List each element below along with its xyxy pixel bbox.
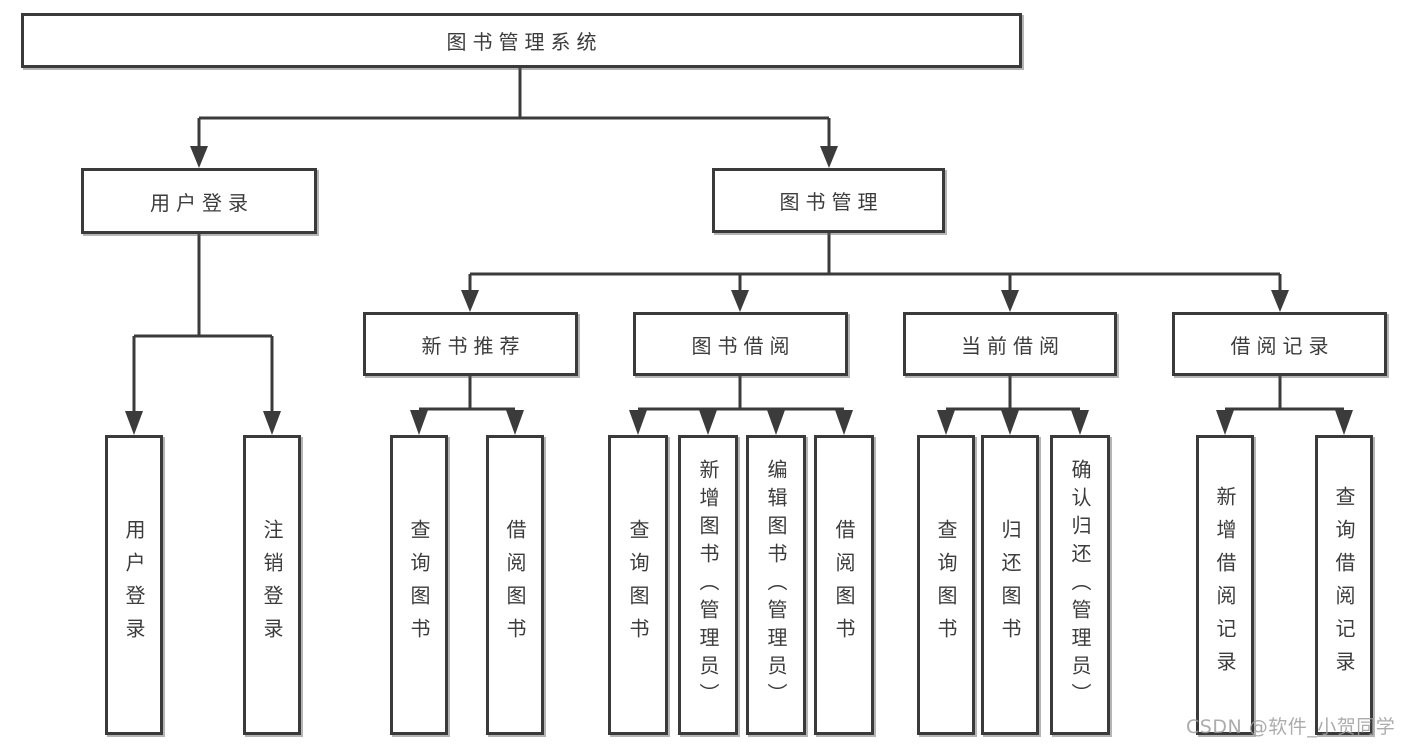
leaf-newbooks-query-label: 查询图书 — [407, 519, 431, 651]
node-borrow-records: 借阅记录 — [1172, 312, 1387, 376]
leaf-logout: 注销登录 — [243, 435, 301, 735]
leaf-current-query: 查询图书 — [917, 435, 975, 735]
leaf-newbooks-borrow-label: 借阅图书 — [503, 519, 527, 651]
node-borrow-records-label: 借阅记录 — [1230, 333, 1335, 358]
leaf-borrow-edit-admin: 编辑图书（管理员） — [746, 435, 806, 735]
arrowheads — [125, 146, 1353, 435]
leaf-current-query-label: 查询图书 — [934, 519, 958, 651]
node-current-borrow-label: 当前借阅 — [961, 333, 1065, 358]
leaf-records-add-label: 新增借阅记录 — [1213, 486, 1237, 684]
node-book-management-label: 图书管理 — [779, 190, 884, 214]
leaf-records-add: 新增借阅记录 — [1196, 435, 1254, 735]
node-root-label: 图书管理系统 — [446, 30, 603, 54]
leaf-borrow-add-admin: 新增图书（管理员） — [678, 435, 738, 735]
node-new-book-recommend: 新书推荐 — [363, 312, 578, 376]
leaf-borrow-borrow-label: 借阅图书 — [832, 519, 856, 651]
leaf-current-return: 归还图书 — [981, 435, 1039, 735]
node-book-borrow: 图书借阅 — [633, 312, 848, 376]
leaf-current-return-label: 归还图书 — [998, 519, 1022, 651]
node-book-management: 图书管理 — [712, 168, 945, 233]
node-current-borrow: 当前借阅 — [903, 312, 1117, 376]
leaf-logout-label: 注销登录 — [260, 519, 284, 651]
node-user-login-label: 用户登录 — [150, 190, 254, 215]
leaf-borrow-query-label: 查询图书 — [626, 519, 650, 651]
node-new-book-recommend-label: 新书推荐 — [421, 333, 526, 358]
leaf-user-login-label: 用户登录 — [122, 519, 146, 651]
leaf-borrow-borrow: 借阅图书 — [814, 435, 874, 735]
watermark: CSDN @软件_小贺同学 — [1186, 716, 1396, 738]
node-book-borrow-label: 图书借阅 — [691, 333, 796, 358]
leaf-newbooks-borrow: 借阅图书 — [486, 435, 544, 735]
leaf-user-login: 用户登录 — [105, 435, 163, 735]
leaf-borrow-edit-admin-label: 编辑图书（管理员） — [764, 459, 788, 711]
leaf-records-query: 查询借阅记录 — [1315, 435, 1373, 735]
node-root: 图书管理系统 — [21, 13, 1022, 68]
leaf-records-query-label: 查询借阅记录 — [1332, 486, 1356, 684]
leaf-borrow-add-admin-label: 新增图书（管理员） — [696, 459, 720, 711]
leaf-current-confirm-admin-label: 确认归还（管理员） — [1068, 459, 1092, 711]
leaf-current-confirm-admin: 确认归还（管理员） — [1050, 435, 1110, 735]
node-user-login: 用户登录 — [81, 168, 317, 234]
leaf-newbooks-query: 查询图书 — [390, 435, 448, 735]
leaf-borrow-query: 查询图书 — [608, 435, 668, 735]
